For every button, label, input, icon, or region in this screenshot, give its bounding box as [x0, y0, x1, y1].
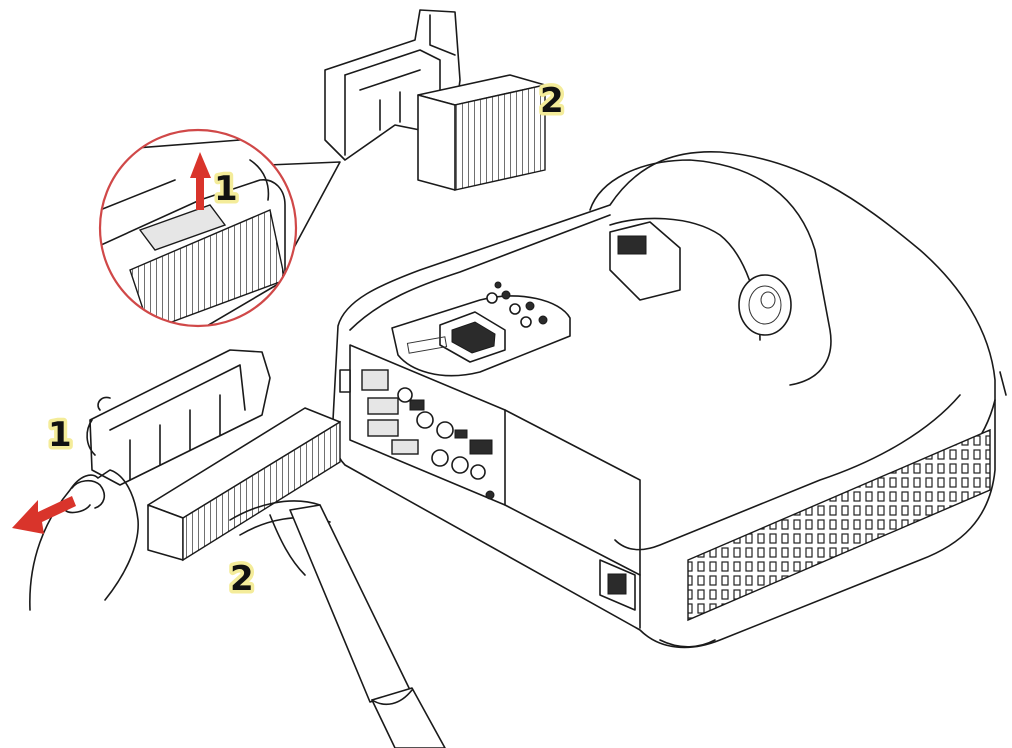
hand-icon	[29, 469, 139, 611]
step2-bottom-label: 2	[230, 559, 254, 599]
power-socket	[599, 559, 636, 611]
zoom-callout	[98, 128, 341, 328]
step1-side-label: 1	[48, 415, 72, 455]
filter-bottom	[147, 407, 341, 562]
red-up-arrow	[190, 152, 211, 210]
filter-cover-side	[86, 349, 271, 486]
projector-body	[332, 150, 1007, 649]
red-left-arrow	[12, 496, 76, 534]
lens	[738, 274, 792, 336]
control-panel	[391, 281, 571, 377]
vacuum-nozzle-icon	[229, 500, 446, 748]
step1-zoom-label: 1	[214, 169, 238, 209]
io-panel	[339, 344, 506, 506]
step2-top-label: 2	[540, 81, 564, 121]
filter-top	[417, 74, 546, 191]
side-vent	[687, 428, 991, 622]
